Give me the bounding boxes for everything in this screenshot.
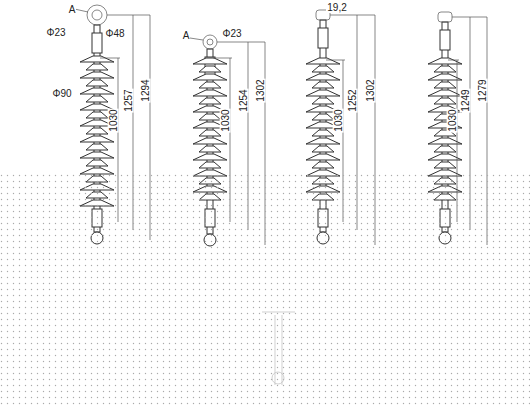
dimension-label: 1252 — [347, 88, 358, 112]
dimension-label: 1030 — [220, 108, 231, 132]
dimension-label: 1257 — [123, 88, 134, 112]
insulator-part — [193, 58, 227, 64]
insulator-part — [86, 96, 108, 102]
insulator-part — [434, 98, 456, 104]
insulator-part — [312, 66, 334, 72]
insulator-part — [199, 98, 221, 104]
insulator-part — [199, 66, 221, 72]
dimension-label: Φ23 — [221, 28, 242, 39]
insulator-part — [306, 138, 340, 144]
dimension-label: Φ48 — [104, 28, 125, 39]
dimension-label: 1030 — [108, 108, 119, 132]
insulator-part — [80, 72, 114, 78]
insulator-part — [80, 152, 114, 158]
dimension-label: 1279 — [477, 78, 488, 102]
insulator-part — [92, 33, 102, 53]
dimension-label: 1254 — [238, 88, 249, 112]
insulator-part — [434, 146, 456, 152]
insulator-part — [86, 64, 108, 70]
insulator-part — [318, 28, 328, 48]
insulator-part — [80, 136, 114, 142]
insulator-part — [86, 80, 108, 86]
insulator-part — [199, 114, 221, 120]
insulator-part — [434, 66, 456, 72]
dimension-label: 1294 — [140, 78, 151, 102]
insulator-part — [306, 58, 340, 64]
insulator-part — [312, 130, 334, 136]
insulator-part — [312, 114, 334, 120]
view-marker: A — [182, 30, 191, 41]
insulator-part — [80, 88, 114, 94]
insulator-part — [199, 162, 221, 168]
insulator-part — [86, 144, 108, 150]
insulator-part — [199, 146, 221, 152]
dimension-label: Φ90 — [51, 88, 72, 99]
insulator-part — [312, 146, 334, 152]
insulator-part — [86, 128, 108, 134]
dimension-label: 1030 — [333, 108, 344, 132]
insulator-part — [312, 98, 334, 104]
insulator-part — [306, 74, 340, 80]
insulator-part — [434, 162, 456, 168]
insulator-part — [193, 154, 227, 160]
dimension-label: 1302 — [365, 78, 376, 102]
insulator-part — [440, 30, 450, 50]
insulator-part — [434, 82, 456, 88]
dimension-label: 1030 — [447, 108, 458, 132]
insulator-part — [193, 74, 227, 80]
dimension-label: 1302 — [255, 78, 266, 102]
insulator-part — [199, 130, 221, 136]
dimension-label: 19,2 — [326, 2, 347, 13]
view-marker: A — [68, 4, 77, 15]
insulator-part — [306, 90, 340, 96]
insulator-part — [312, 162, 334, 168]
insulator-part — [80, 56, 114, 62]
insulator-part — [86, 160, 108, 166]
insulator-part — [199, 82, 221, 88]
insulator-part — [193, 90, 227, 96]
dimension-label: 1249 — [460, 88, 471, 112]
insulator-part — [193, 138, 227, 144]
insulator-part — [86, 112, 108, 118]
insulator-part — [306, 154, 340, 160]
insulator-part — [312, 82, 334, 88]
dimension-label: Φ23 — [45, 27, 66, 38]
